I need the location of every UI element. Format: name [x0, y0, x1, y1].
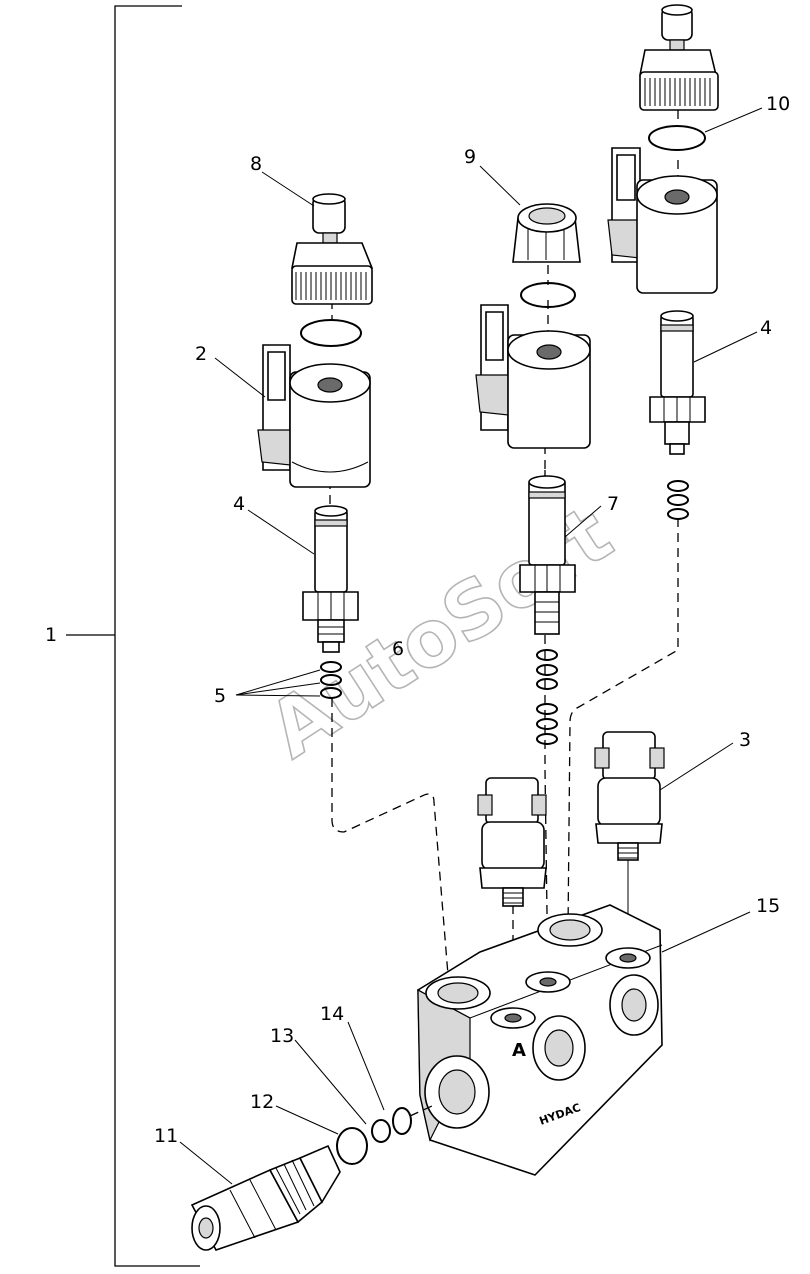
watermark-text: AutoSoft	[253, 489, 627, 776]
part-15-valve-body: A HYDAC	[417, 904, 663, 1176]
part-8-knob-nut	[291, 193, 374, 305]
part-5-o-rings	[320, 661, 342, 699]
part-11-relief-valve	[190, 1144, 341, 1251]
callout-2: 2	[195, 343, 207, 365]
assembly-bracket	[66, 5, 200, 1267]
callout-13: 13	[270, 1025, 294, 1047]
right-solenoid-coil	[607, 147, 718, 294]
callout-14: 14	[320, 1003, 344, 1025]
pressure-switch-middle	[477, 777, 547, 907]
part-4-left-cartridge-valve	[302, 505, 359, 653]
callout-5: 5	[214, 685, 226, 707]
callout-10: 10	[766, 93, 790, 115]
callout-15: 15	[756, 895, 780, 917]
o-ring-item-8	[300, 319, 362, 347]
callout-9: 9	[464, 146, 476, 168]
callout-4-right: 4	[760, 317, 772, 339]
part-14-ring	[392, 1107, 412, 1135]
part-9-nut	[512, 203, 581, 263]
middle-solenoid-coil	[475, 304, 591, 449]
o-ring-item-9	[520, 282, 576, 308]
callout-11: 11	[154, 1125, 178, 1147]
callout-7: 7	[607, 493, 619, 515]
callout-6: 6	[392, 638, 404, 660]
part-2-solenoid-coil	[257, 344, 371, 488]
callout-4-left: 4	[233, 493, 245, 515]
port-a-marking: A	[512, 1040, 526, 1061]
callout-12: 12	[250, 1091, 274, 1113]
middle-o-rings	[536, 649, 558, 745]
callout-3: 3	[739, 729, 751, 751]
part-7-cartridge-valve	[519, 475, 576, 635]
part-12-ring	[336, 1127, 368, 1165]
callout-8: 8	[250, 153, 262, 175]
right-o-rings	[667, 480, 689, 520]
part-4-right-cartridge-valve	[649, 310, 706, 455]
part-13-ring	[371, 1119, 391, 1143]
part-3-pressure-switch	[594, 731, 665, 861]
callout-labels: 1 2 3 4 4 5 6 7 8 9 10 11 12 13 14 15	[45, 93, 790, 1147]
item-11-axis	[409, 1105, 433, 1117]
part-10-o-ring	[648, 125, 706, 151]
right-knob-nut	[639, 4, 719, 111]
leader-lines	[179, 107, 763, 1185]
callout-1: 1	[45, 624, 57, 646]
